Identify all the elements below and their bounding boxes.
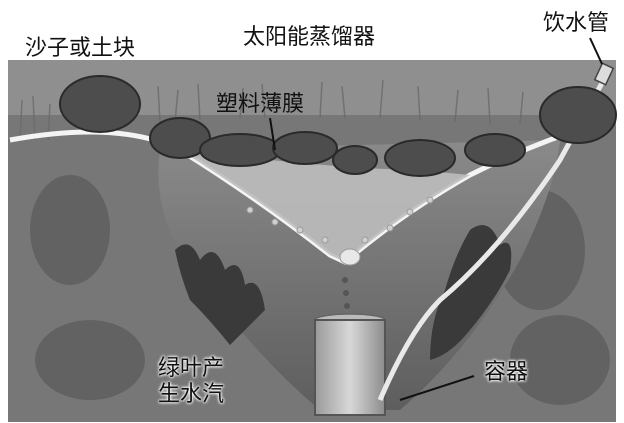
label-container: 容器 (484, 360, 528, 386)
label-leaves-line2: 生水汽 (158, 382, 224, 408)
label-plastic-film: 塑料薄膜 (216, 92, 304, 118)
diagram-title: 太阳能蒸馏器 (243, 25, 375, 51)
container-cup (315, 314, 385, 415)
label-leaves-line1: 绿叶产 (158, 356, 224, 382)
label-sand-rocks: 沙子或土块 (25, 36, 135, 62)
label-drinking-tube: 饮水管 (543, 11, 609, 37)
